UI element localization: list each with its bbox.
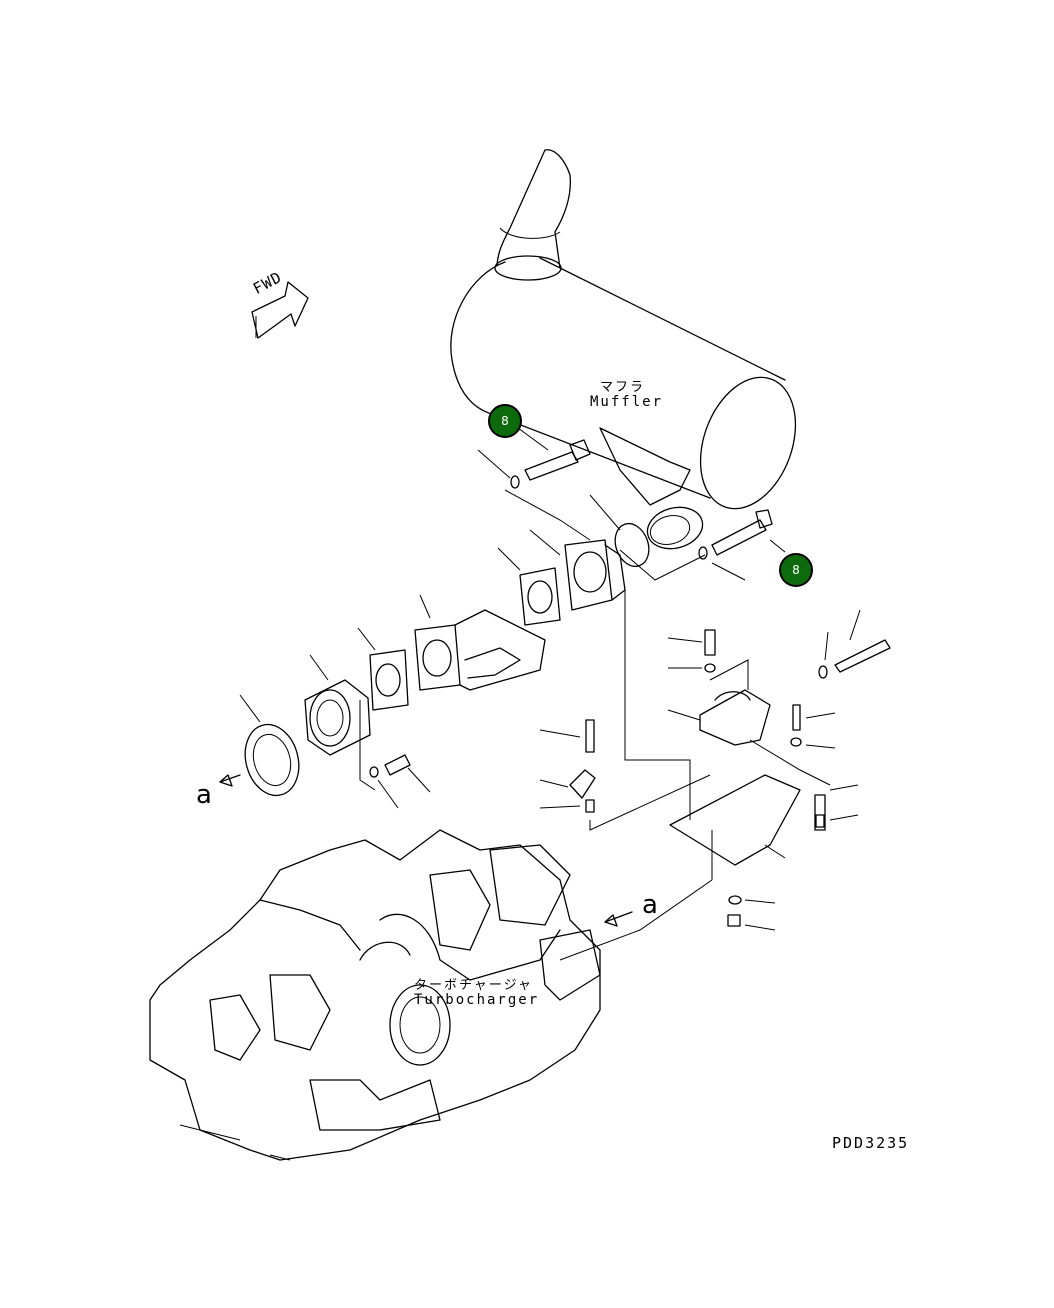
assembly-guide-lines	[359, 489, 831, 961]
mounting-brackets	[539, 609, 891, 931]
drawing-code: PDD3235	[832, 1134, 910, 1152]
fwd-arrow-icon	[251, 281, 309, 339]
muffler-drawing	[450, 149, 797, 550]
turbocharger-label-en: Turbocharger	[414, 992, 540, 1008]
flange-stack	[219, 494, 650, 809]
turbocharger-label-jp: ターボチャージャ	[414, 978, 533, 993]
muffler-label-en: Muffler	[590, 394, 664, 410]
part-callout-8-muffler-bolt-left[interactable]: 8	[488, 404, 522, 438]
reference-a-left: a	[196, 780, 212, 810]
muffler-label-jp: マフラ	[600, 380, 646, 395]
muffler-bolts	[477, 427, 786, 581]
engine-drawing	[149, 829, 633, 1161]
part-callout-8-muffler-bolt-right[interactable]: 8	[779, 553, 813, 587]
reference-a-right: a	[642, 890, 658, 920]
